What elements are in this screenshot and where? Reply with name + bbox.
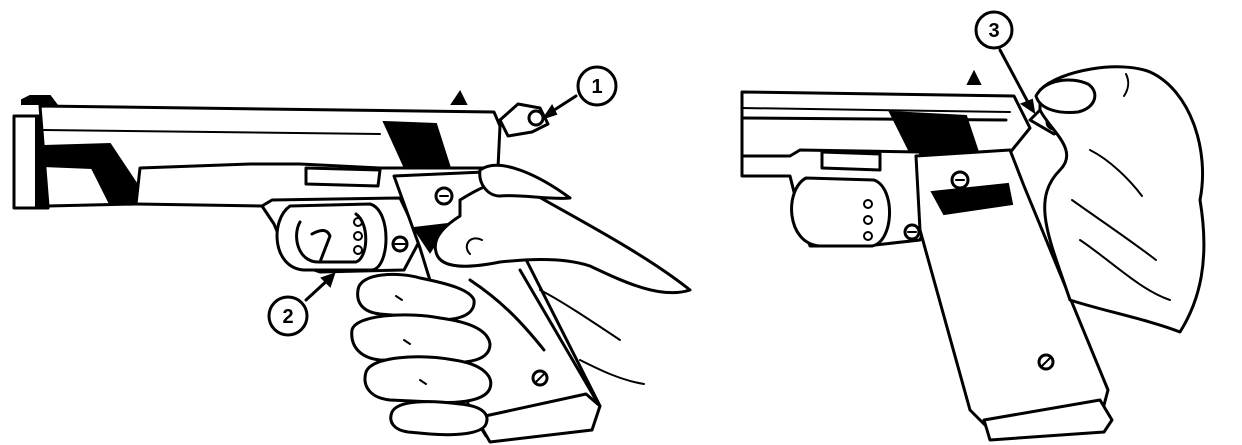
right-pistol-frame	[742, 150, 936, 246]
callout-2-label: 2	[282, 306, 293, 328]
arrowhead-1	[544, 106, 556, 118]
arrowhead-3	[1022, 100, 1034, 112]
left-panel	[14, 92, 690, 442]
right-panel	[742, 50, 1204, 440]
callout-1-label: 1	[591, 76, 602, 98]
right-pistol-slide	[742, 72, 1072, 160]
callout-2: 2	[269, 297, 307, 335]
callout-3: 3	[976, 12, 1012, 48]
callout-3-label: 3	[988, 20, 999, 42]
callout-1: 1	[578, 67, 616, 105]
left-pistol-frame	[136, 168, 420, 272]
